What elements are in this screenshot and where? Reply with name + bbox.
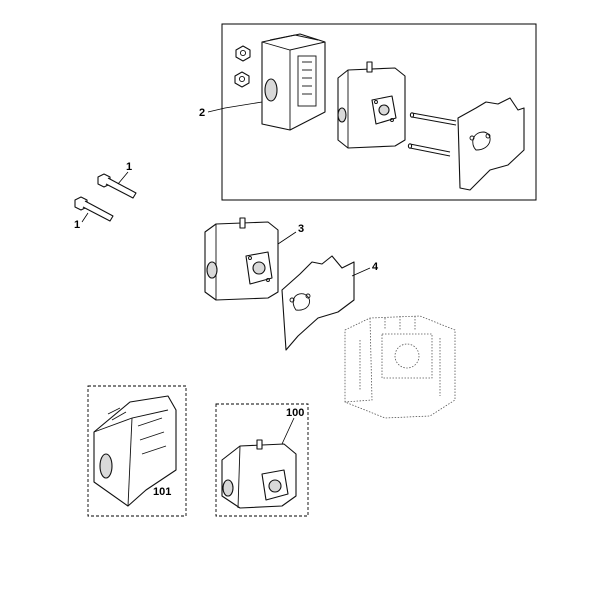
assembly-2-frame bbox=[221, 23, 537, 201]
label-part-1a: 1 bbox=[126, 161, 132, 173]
gasket-part-4 bbox=[281, 255, 355, 351]
leader-part-3 bbox=[277, 231, 297, 245]
label-part-100: 100 bbox=[286, 407, 304, 419]
leader-part-1b bbox=[81, 212, 89, 223]
heat-shield-part-101 bbox=[93, 395, 177, 507]
nut-bottom bbox=[234, 71, 250, 88]
muffler-part-3 bbox=[204, 217, 279, 301]
part-100-frame bbox=[215, 403, 309, 517]
muffler-part-100 bbox=[221, 439, 297, 509]
heat-shield-assembly-2 bbox=[261, 33, 326, 131]
leader-part-100 bbox=[281, 417, 295, 445]
engine-block-reference bbox=[344, 315, 456, 419]
bolt-upper bbox=[97, 173, 137, 199]
muffler-assembly-2 bbox=[337, 61, 406, 149]
leader-part-1a bbox=[117, 171, 129, 185]
stud-lower bbox=[407, 143, 451, 157]
stud-upper bbox=[409, 112, 457, 126]
nut-top bbox=[235, 45, 251, 62]
label-part-4: 4 bbox=[372, 261, 379, 273]
leader-part-2 bbox=[207, 101, 263, 113]
gasket-assembly-2 bbox=[457, 97, 525, 191]
leader-part-4 bbox=[351, 267, 371, 277]
label-part-101: 101 bbox=[153, 486, 171, 498]
bolt-lower bbox=[74, 196, 114, 222]
part-101-frame bbox=[87, 385, 187, 517]
label-part-1b: 1 bbox=[74, 219, 80, 231]
label-part-2: 2 bbox=[199, 107, 205, 119]
label-part-3: 3 bbox=[298, 223, 304, 235]
